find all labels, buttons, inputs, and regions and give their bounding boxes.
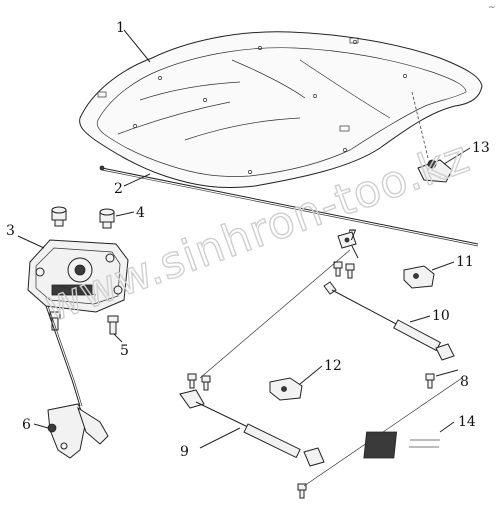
strut-bolts <box>187 261 435 499</box>
leader-12 <box>299 365 323 385</box>
hood-latch <box>27 239 129 313</box>
strut-bracket-right <box>403 265 435 289</box>
leader-10 <box>409 315 431 323</box>
gas-strut-left <box>179 389 325 467</box>
leader-4 <box>115 211 135 217</box>
callout-2: 2 <box>114 181 123 197</box>
leader-8-a <box>199 249 351 379</box>
bump-stops <box>51 206 115 229</box>
leader-7 <box>351 245 359 259</box>
leader-1 <box>123 29 151 63</box>
callout-12: 12 <box>324 358 342 374</box>
callout-6: 6 <box>22 417 31 433</box>
rubber-pad <box>363 431 440 459</box>
leader-6 <box>33 423 49 429</box>
callout-9: 9 <box>180 444 189 460</box>
callout-3: 3 <box>6 223 15 239</box>
corner-mark: ~ <box>488 3 496 13</box>
strut-bracket-left <box>269 377 303 401</box>
gas-strut-right <box>323 281 455 361</box>
callout-10: 10 <box>432 308 450 324</box>
leader-14 <box>439 421 455 433</box>
hood-panel <box>79 31 483 188</box>
release-handle <box>47 403 109 459</box>
callout-4: 4 <box>136 205 145 221</box>
leader-13 <box>443 147 471 165</box>
hood-prop-rod <box>99 165 479 247</box>
leader-2 <box>123 173 151 187</box>
hood-clip <box>411 91 453 183</box>
callout-7: 7 <box>348 228 357 244</box>
leader-3 <box>17 235 45 249</box>
callout-5: 5 <box>120 343 129 359</box>
callout-8: 8 <box>460 374 469 390</box>
callout-14: 14 <box>458 414 476 430</box>
prop-rod-clip <box>337 231 357 249</box>
leader-11 <box>431 261 455 271</box>
callout-13: 13 <box>472 140 490 156</box>
leader-9 <box>199 427 241 449</box>
callout-1: 1 <box>116 20 125 36</box>
leader-8 <box>435 369 459 377</box>
callout-11: 11 <box>456 254 474 270</box>
leader-5 <box>113 333 123 343</box>
